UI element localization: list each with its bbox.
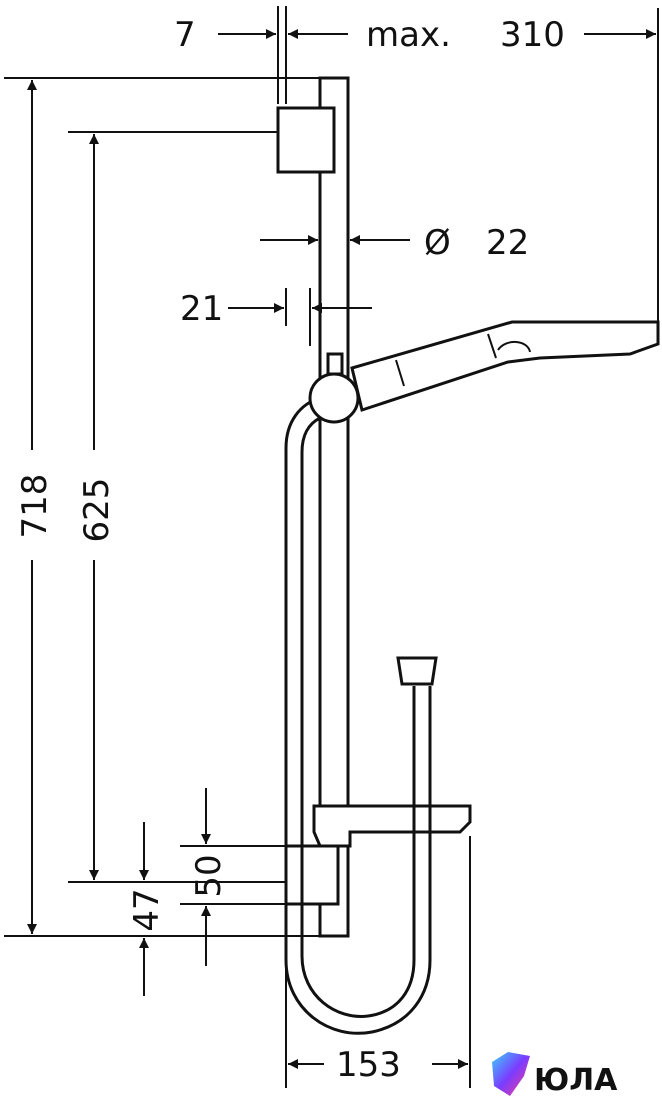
yula-logo-icon bbox=[492, 1052, 530, 1096]
dimension-holder-offset: 21 bbox=[180, 288, 372, 346]
dimension-shelf-width: 153 bbox=[285, 836, 471, 1088]
yula-logo: ЮЛА bbox=[492, 1052, 618, 1098]
hose-connector bbox=[396, 656, 438, 686]
dim-label-22: 22 bbox=[486, 223, 529, 263]
dim-label-47: 47 bbox=[127, 888, 167, 931]
dimension-bracket-spacing: 625 bbox=[68, 131, 286, 883]
dimension-rail-diameter: Ø 22 bbox=[260, 223, 529, 263]
top-wall-bracket bbox=[276, 106, 336, 174]
dim-label-max: max. bbox=[366, 15, 451, 55]
dim-label-21: 21 bbox=[180, 289, 223, 329]
dim-label-153: 153 bbox=[336, 1045, 401, 1085]
dim-label-310: 310 bbox=[500, 15, 565, 55]
shower-holder bbox=[308, 352, 360, 424]
hand-shower bbox=[350, 320, 660, 412]
bottom-wall-bracket bbox=[284, 844, 340, 906]
dim-label-718: 718 bbox=[15, 474, 55, 539]
dim-label-50: 50 bbox=[189, 854, 229, 897]
dim-label-625: 625 bbox=[77, 478, 117, 543]
shower-hose bbox=[284, 396, 432, 1035]
dimension-offset-top: 7 bbox=[174, 6, 348, 104]
dimension-total-height: 718 bbox=[4, 77, 320, 937]
shower-rail bbox=[318, 76, 350, 938]
dim-label-diameter-symbol: Ø bbox=[424, 223, 451, 263]
dimension-bottom-47: 47 bbox=[127, 822, 167, 996]
yula-logo-text: ЮЛА bbox=[534, 1063, 618, 1098]
dimension-bottom-50: 50 bbox=[180, 788, 286, 966]
shower-shelf bbox=[312, 804, 472, 848]
dimension-max-reach: max. 310 bbox=[366, 8, 659, 322]
dim-label-7: 7 bbox=[174, 15, 196, 55]
